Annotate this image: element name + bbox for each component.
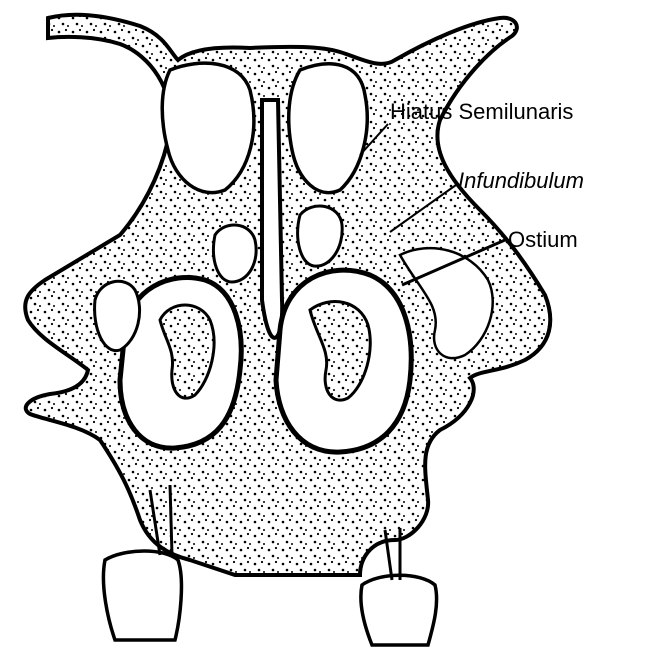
right-tooth (361, 575, 437, 645)
left-ethmoid-cell (214, 225, 257, 282)
label-infundibulum: Infundibulum (458, 170, 584, 192)
label-hiatus-semilunaris: Hiatus Semilunaris (390, 101, 573, 123)
left-tooth (103, 551, 181, 640)
label-ostium: Ostium (508, 229, 578, 251)
nasal-septum (262, 100, 282, 338)
left-orbit-cell (162, 63, 254, 192)
